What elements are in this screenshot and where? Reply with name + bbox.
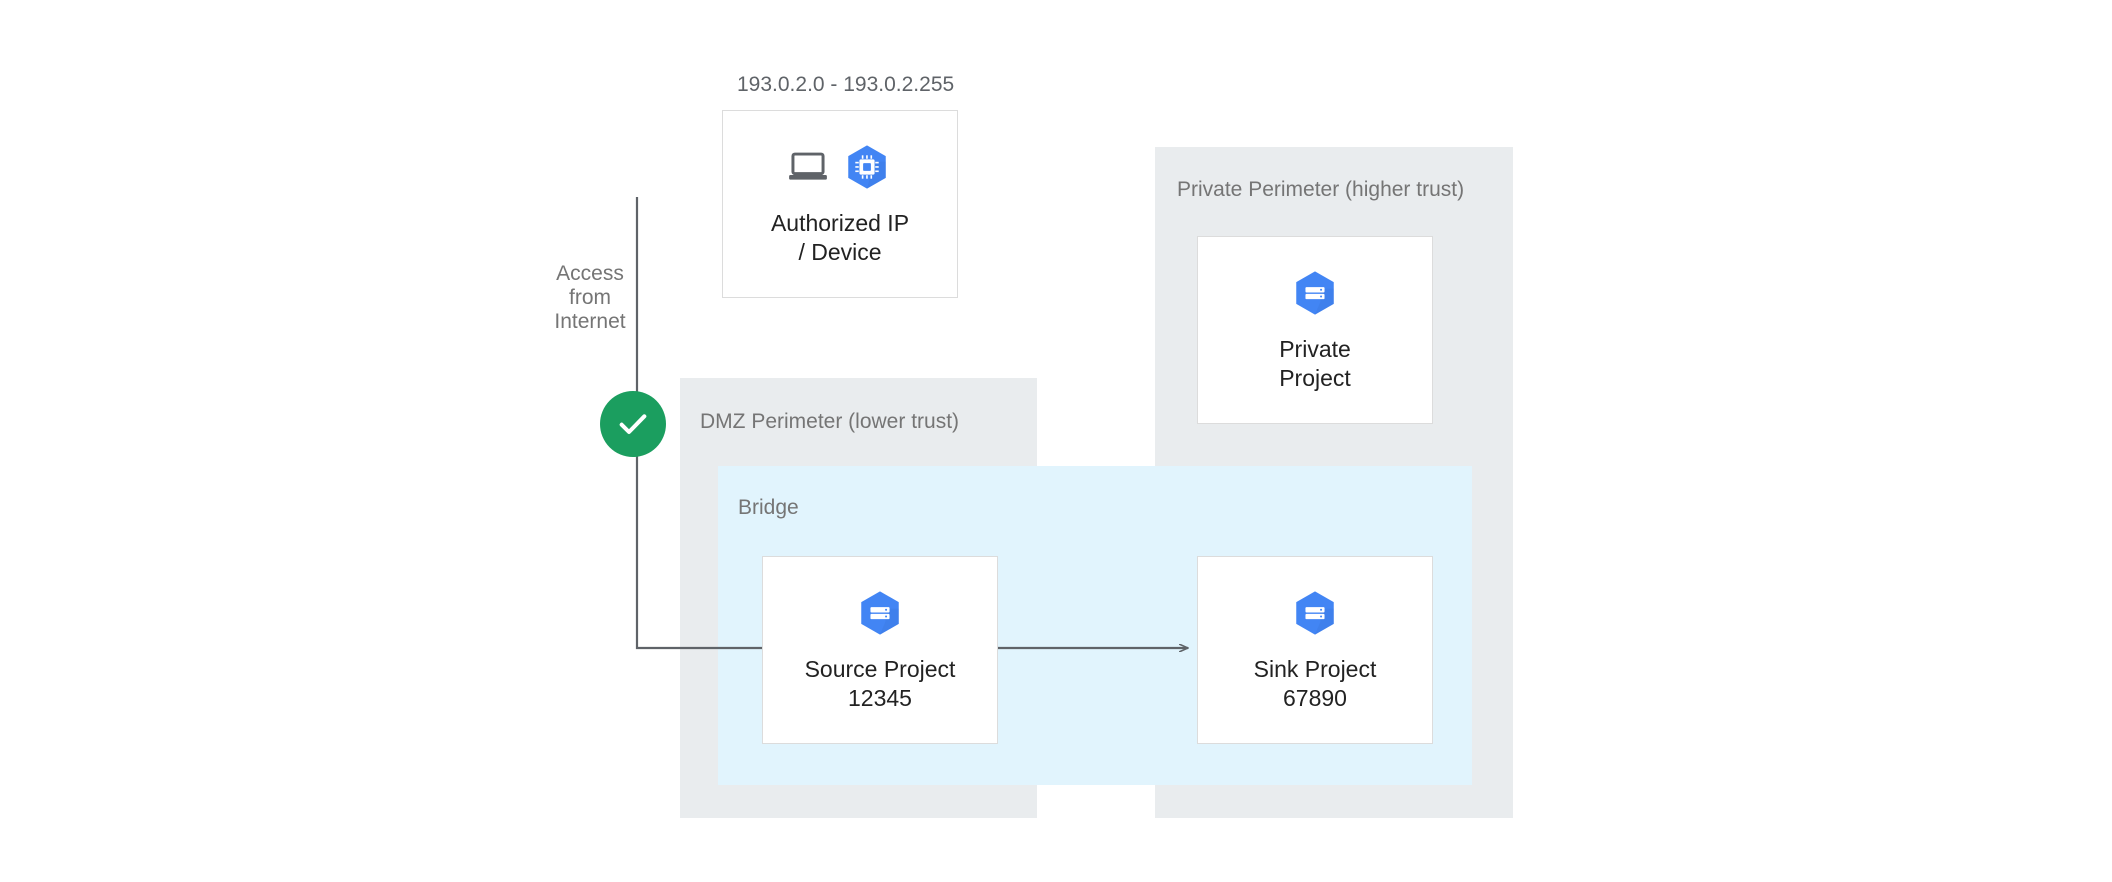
- card-private-project-icons: [1289, 267, 1341, 319]
- card-authorized-ip-device[interactable]: Authorized IP / Device: [722, 110, 958, 298]
- allow-check-badge: [600, 391, 666, 457]
- zone-private-perimeter-label: Private Perimeter (higher trust): [1177, 178, 1465, 201]
- card-authorized-icons: [787, 141, 893, 193]
- card-sink-project[interactable]: Sink Project 67890: [1197, 556, 1433, 744]
- zone-dmz-perimeter-label: DMZ Perimeter (lower trust): [700, 410, 960, 433]
- laptop-icon: [789, 152, 827, 180]
- bridge-label: Bridge: [738, 496, 799, 519]
- card-authorized-title: Authorized IP / Device: [770, 210, 910, 265]
- gcp-project-icon: [861, 591, 899, 635]
- access-from-internet-caption: Access from Internet: [554, 262, 626, 333]
- compute-engine-icon: [848, 145, 886, 189]
- gcp-project-icon: [1296, 271, 1334, 315]
- card-source-project-title: Source Project 12345: [804, 656, 956, 711]
- check-icon: [619, 414, 647, 434]
- card-sink-project-title: Sink Project 67890: [1253, 656, 1377, 711]
- card-sink-project-icons: [1289, 587, 1341, 639]
- gcp-project-icon: [1296, 591, 1334, 635]
- card-private-project[interactable]: Private Project: [1197, 236, 1433, 424]
- card-source-project[interactable]: Source Project 12345: [762, 556, 998, 744]
- ip-range-caption: 193.0.2.0 - 193.0.2.255: [737, 73, 955, 96]
- card-private-project-title: Private Project: [1279, 336, 1351, 391]
- card-source-project-icons: [854, 587, 906, 639]
